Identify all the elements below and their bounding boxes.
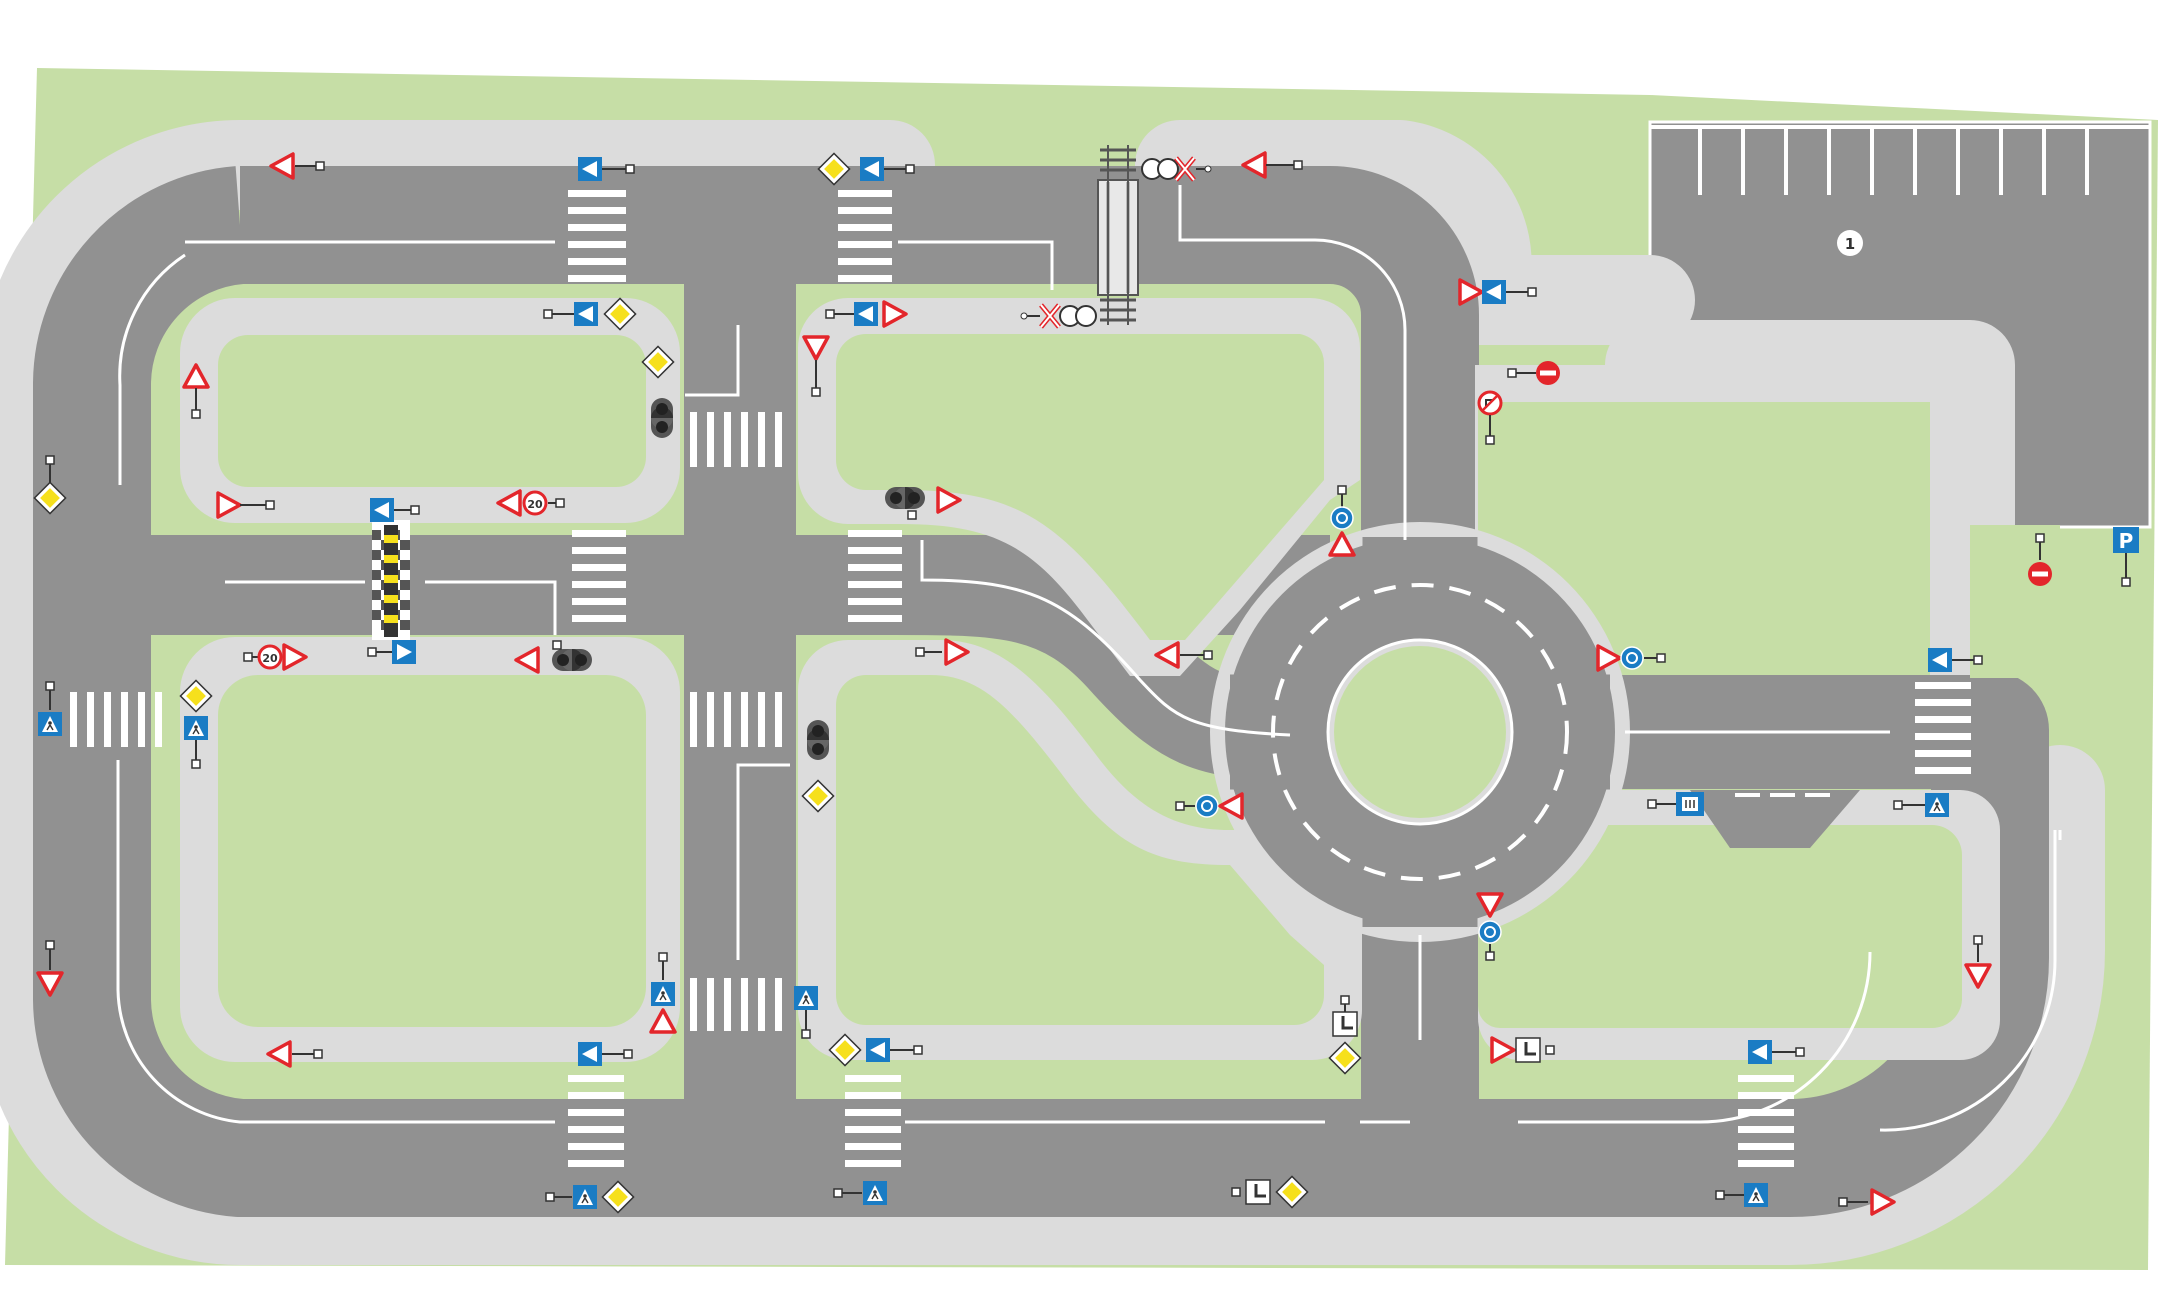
parking-bay-number: 1 <box>1845 235 1855 253</box>
parking-sign-label: P <box>2119 529 2134 553</box>
speed-limit-label: 20 <box>262 652 278 665</box>
traffic-signs: 20 20 P <box>33 151 2139 1216</box>
parking-bay-marker-icon <box>1837 230 1863 256</box>
railway-crossing <box>1097 145 1139 325</box>
zebra-crossings <box>70 190 1971 1167</box>
lane-markings <box>116 185 2062 1132</box>
parking-sign-icon <box>2113 527 2139 553</box>
checkered-traffic-island <box>372 520 410 640</box>
roundabout <box>1210 522 1630 942</box>
speed-limit-label: 20 <box>527 498 543 511</box>
sidewalk-network <box>0 120 2105 1265</box>
city-blocks <box>180 298 2060 1062</box>
